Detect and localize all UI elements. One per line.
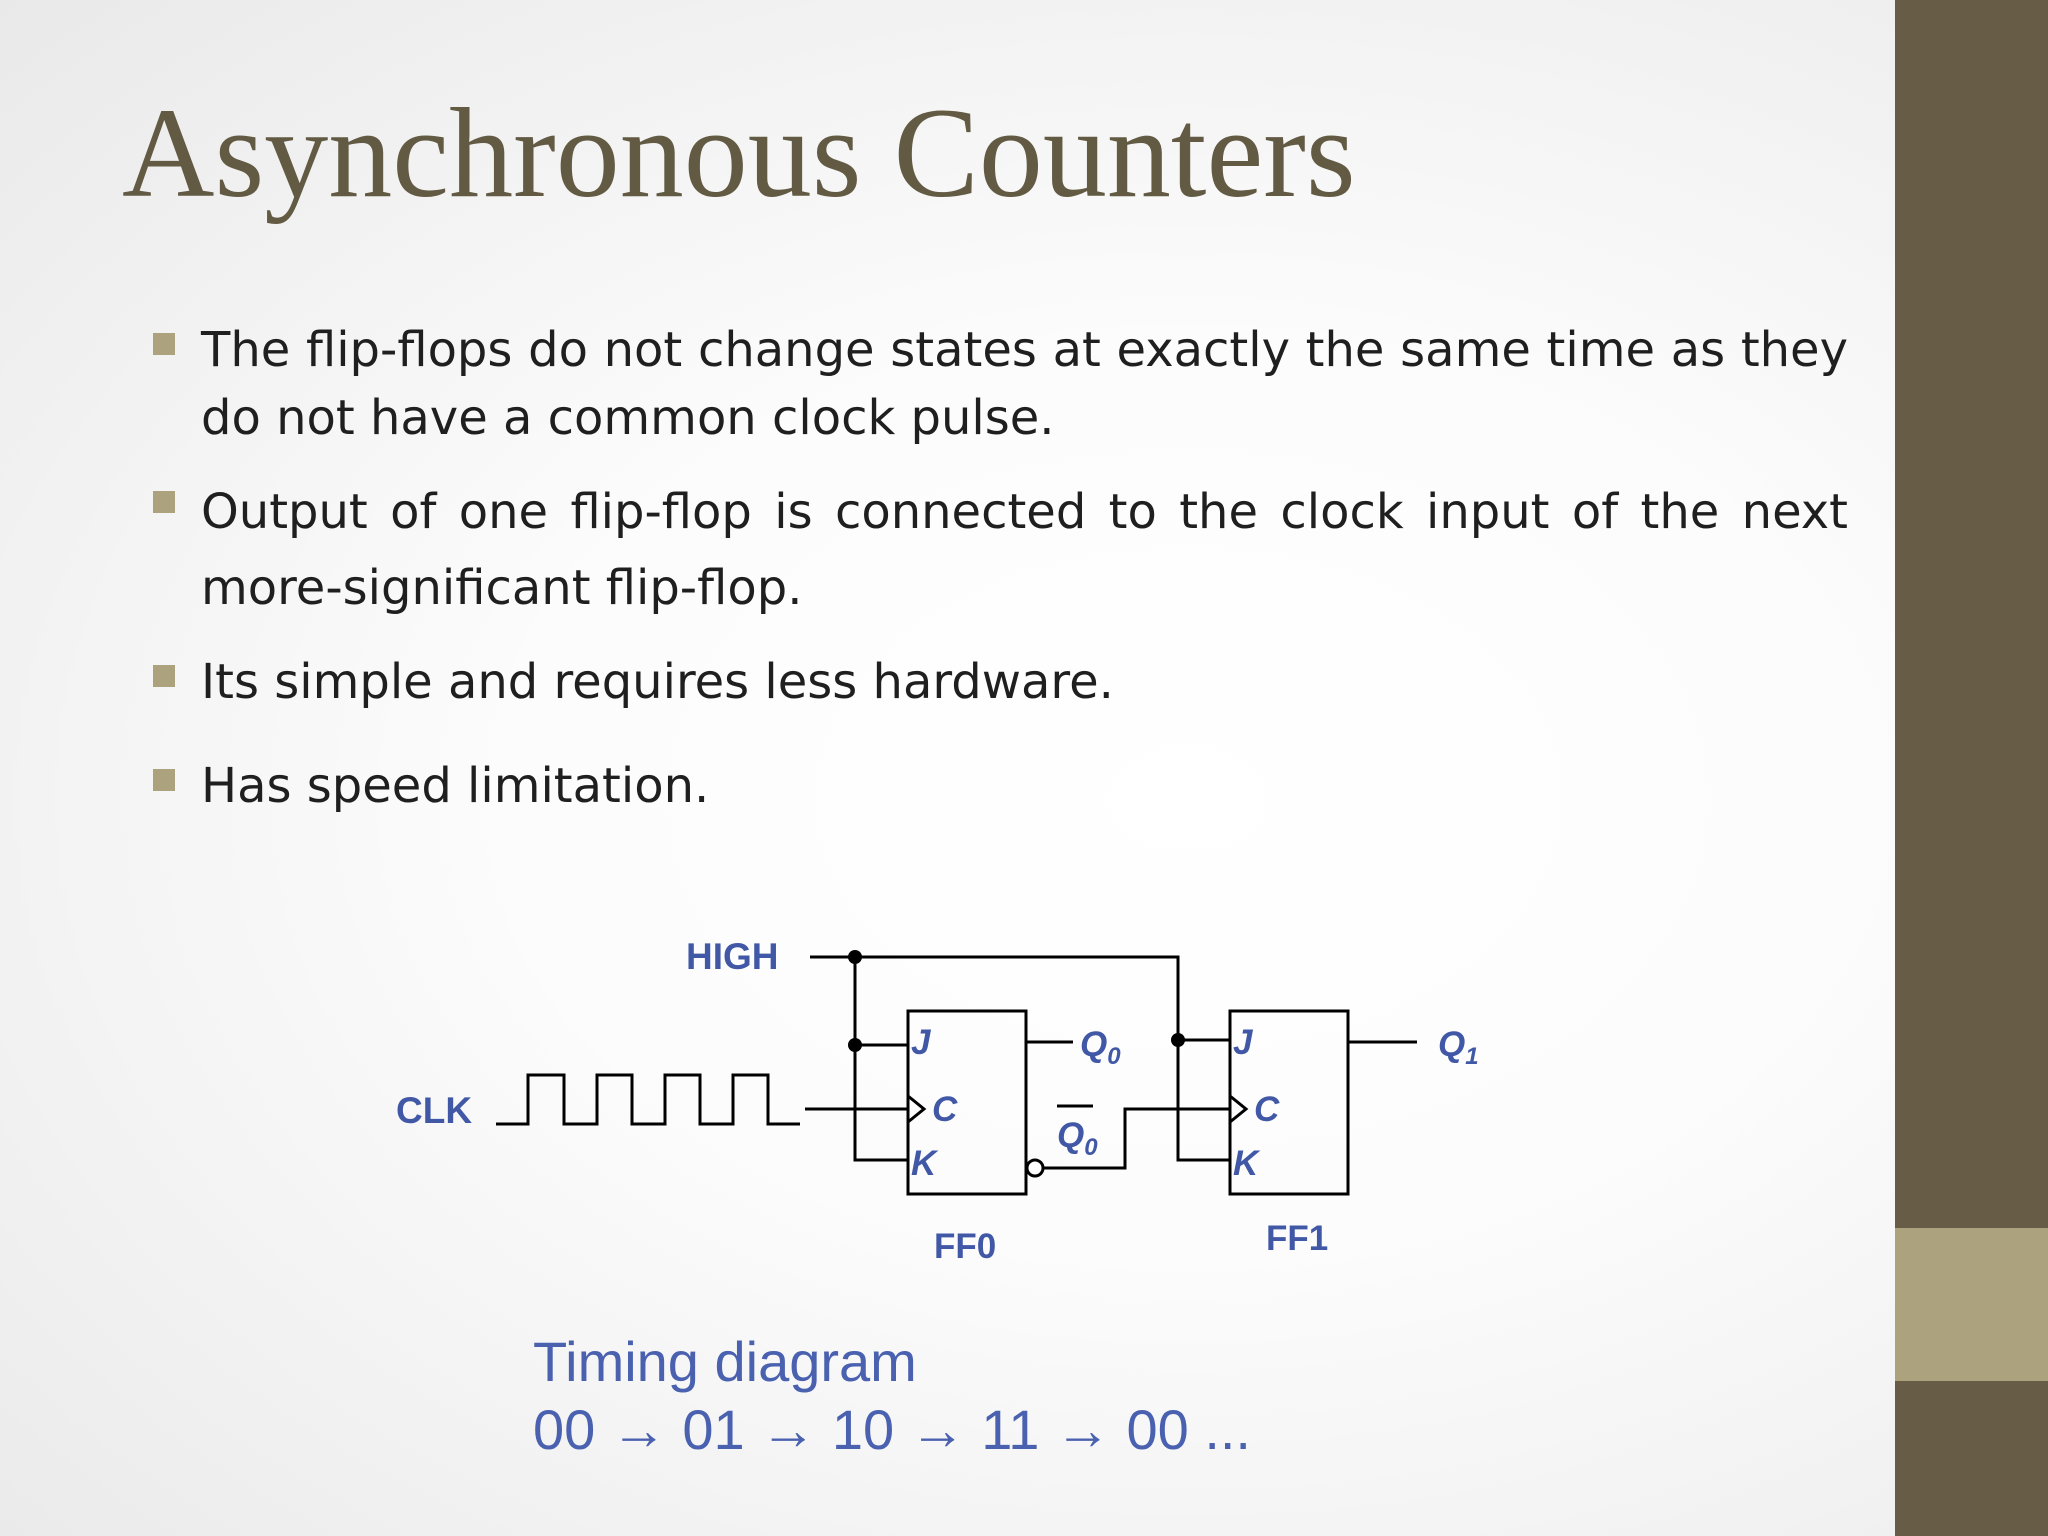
q-letter: Q (1057, 1116, 1084, 1155)
ff0-clock-triangle (907, 1094, 927, 1124)
circuit-wires (496, 955, 1417, 1196)
ff1-q-label: Q1 (1438, 1025, 1479, 1070)
circuit-labels: HIGH CLK J C K J C K Q0 Q0 Q1 FF0 FF1 (396, 936, 1479, 1266)
caption-sequence: 00 → 01 → 10 → 11 → 00 ... (533, 1398, 1251, 1461)
junction-dot (1171, 1033, 1185, 1047)
sidebar-accent-band (1895, 1228, 2048, 1381)
q-letter: Q (1438, 1025, 1465, 1064)
q-subscript: 0 (1107, 1043, 1121, 1070)
q-letter: Q (1080, 1025, 1107, 1064)
junction-dots (848, 950, 1185, 1052)
junction-dot (848, 950, 862, 964)
junction-dot (848, 1038, 862, 1052)
ff0-qbar-label: Q0 (1057, 1116, 1098, 1161)
ff1-box (1228, 1009, 1350, 1196)
bullet-text: Its simple and requires less hardware. (201, 654, 1114, 710)
ff0-k-label: K (911, 1144, 939, 1183)
ff0-jk-wire (853, 957, 908, 1162)
timing-caption: Timing diagram 00 → 01 → 10 → 11 → 00 ..… (533, 1328, 1251, 1464)
high-wire (810, 955, 1230, 1162)
ff1-name-label: FF1 (1266, 1219, 1328, 1258)
square-bullet-icon (153, 333, 175, 355)
bullet-item: Its simple and requires less hardware. (153, 648, 1848, 716)
ff1-clock-triangle (1229, 1094, 1249, 1124)
square-bullet-icon (153, 491, 175, 513)
ff0-c-label: C (932, 1090, 958, 1129)
bullet-list: The flip-flops do not change states at e… (153, 316, 1848, 820)
bullet-text: Output of one flip-flop is connected to … (201, 484, 1848, 616)
caption-heading: Timing diagram (533, 1330, 917, 1393)
square-bullet-icon (153, 769, 175, 791)
bullet-item: Has speed limitation. (153, 752, 1848, 820)
clock-waveform (496, 1073, 800, 1126)
ff0-q-label: Q0 (1080, 1025, 1121, 1070)
q-subscript: 0 (1084, 1134, 1098, 1161)
bullet-item: Output of one flip-flop is connected to … (153, 474, 1848, 626)
high-label: HIGH (686, 936, 779, 977)
square-bullet-icon (153, 665, 175, 687)
bullet-text: The flip-flops do not change states at e… (201, 322, 1848, 446)
ff1-j-label: J (1233, 1023, 1254, 1062)
ff0-inverted-output-bubble (1025, 1158, 1045, 1178)
slide-title: Asynchronous Counters (122, 82, 1356, 224)
clk-label: CLK (396, 1090, 472, 1131)
ff0-qbar-wire (1043, 1107, 1230, 1170)
ff1-k-label: K (1233, 1144, 1261, 1183)
bullet-text: Has speed limitation. (201, 758, 710, 814)
ff0-name-label: FF0 (934, 1227, 996, 1266)
ff1-c-label: C (1254, 1090, 1280, 1129)
q-subscript: 1 (1465, 1043, 1478, 1070)
ff0-box (906, 1009, 1028, 1196)
bullet-item: The flip-flops do not change states at e… (153, 316, 1848, 452)
ff0-j-label: J (911, 1023, 932, 1062)
